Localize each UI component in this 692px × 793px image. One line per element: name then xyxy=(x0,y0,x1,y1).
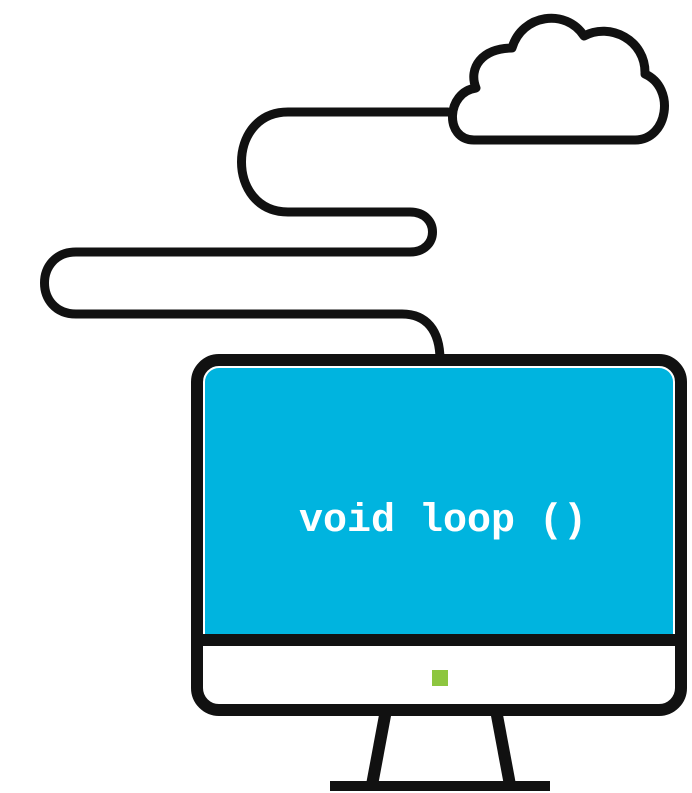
cloud-icon xyxy=(448,13,669,145)
screen-code-text: void loop () xyxy=(299,499,587,544)
cable-icon xyxy=(40,107,453,365)
monitor-screen xyxy=(205,368,673,634)
monitor-stand xyxy=(330,708,550,791)
power-led-icon xyxy=(432,670,448,686)
monitor-icon xyxy=(191,354,687,716)
